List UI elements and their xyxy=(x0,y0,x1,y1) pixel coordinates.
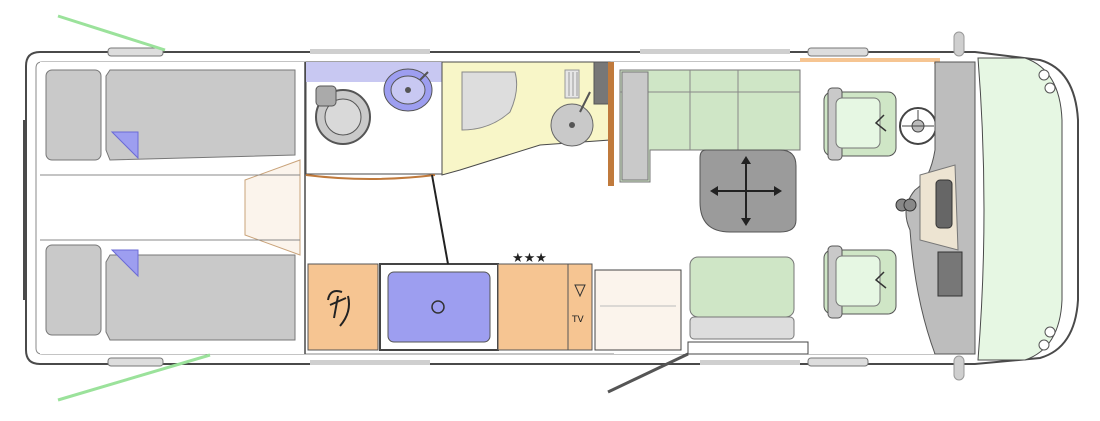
bathroom-washbasin xyxy=(383,68,433,112)
dashboard xyxy=(895,61,976,355)
headlights xyxy=(1038,69,1056,351)
l-shaped-sofa xyxy=(619,69,801,183)
rear-wheel-top xyxy=(107,47,164,57)
kitchen-drainer xyxy=(564,69,580,99)
mirror-bottom xyxy=(953,355,965,381)
mirror-top xyxy=(953,31,965,57)
kitchen-top-counter xyxy=(461,71,518,131)
cooktop-stars: ★★★ xyxy=(512,251,547,266)
rear-door-bottom xyxy=(57,353,211,402)
bedroom-aisle-floor xyxy=(244,159,301,256)
shower-symbol-icon xyxy=(327,290,350,327)
shower-door-curve xyxy=(431,174,449,265)
bathroom-wall xyxy=(305,174,436,180)
washroom-counter xyxy=(307,263,379,351)
single-bed-bottom xyxy=(40,239,300,341)
window-bottom-mid xyxy=(700,360,800,365)
wardrobe xyxy=(594,269,682,351)
entry-door xyxy=(607,352,689,394)
dining-table xyxy=(699,149,797,233)
windshield xyxy=(977,57,1063,361)
passenger-seat xyxy=(823,245,897,319)
front-wheel-bottom xyxy=(807,357,869,367)
tv-label: TV xyxy=(571,315,584,325)
kitchen-sink xyxy=(550,91,594,147)
window-top-rear xyxy=(310,49,430,54)
rear-wheel-bottom xyxy=(107,357,164,367)
kitchen-counter-bottom xyxy=(497,263,569,351)
window-bottom-rear xyxy=(310,360,430,365)
tall-cabinet xyxy=(593,61,611,105)
shower-tray xyxy=(379,263,499,351)
wood-divider-top xyxy=(608,62,614,186)
rear-door-top xyxy=(57,14,166,52)
front-window-strip-top xyxy=(800,58,940,64)
tv-cabinet: TV xyxy=(567,263,593,351)
single-bed-top xyxy=(40,69,300,176)
front-wheel-top xyxy=(807,47,869,57)
pillow-marker-top xyxy=(110,131,139,160)
pillow-marker-bottom xyxy=(110,249,139,278)
driver-seat xyxy=(823,87,897,161)
steering-wheel xyxy=(899,107,937,145)
entry-step xyxy=(687,341,809,355)
lounge-bench-bottom xyxy=(689,256,795,340)
window-top-mid xyxy=(640,49,790,54)
toilet xyxy=(315,85,371,145)
